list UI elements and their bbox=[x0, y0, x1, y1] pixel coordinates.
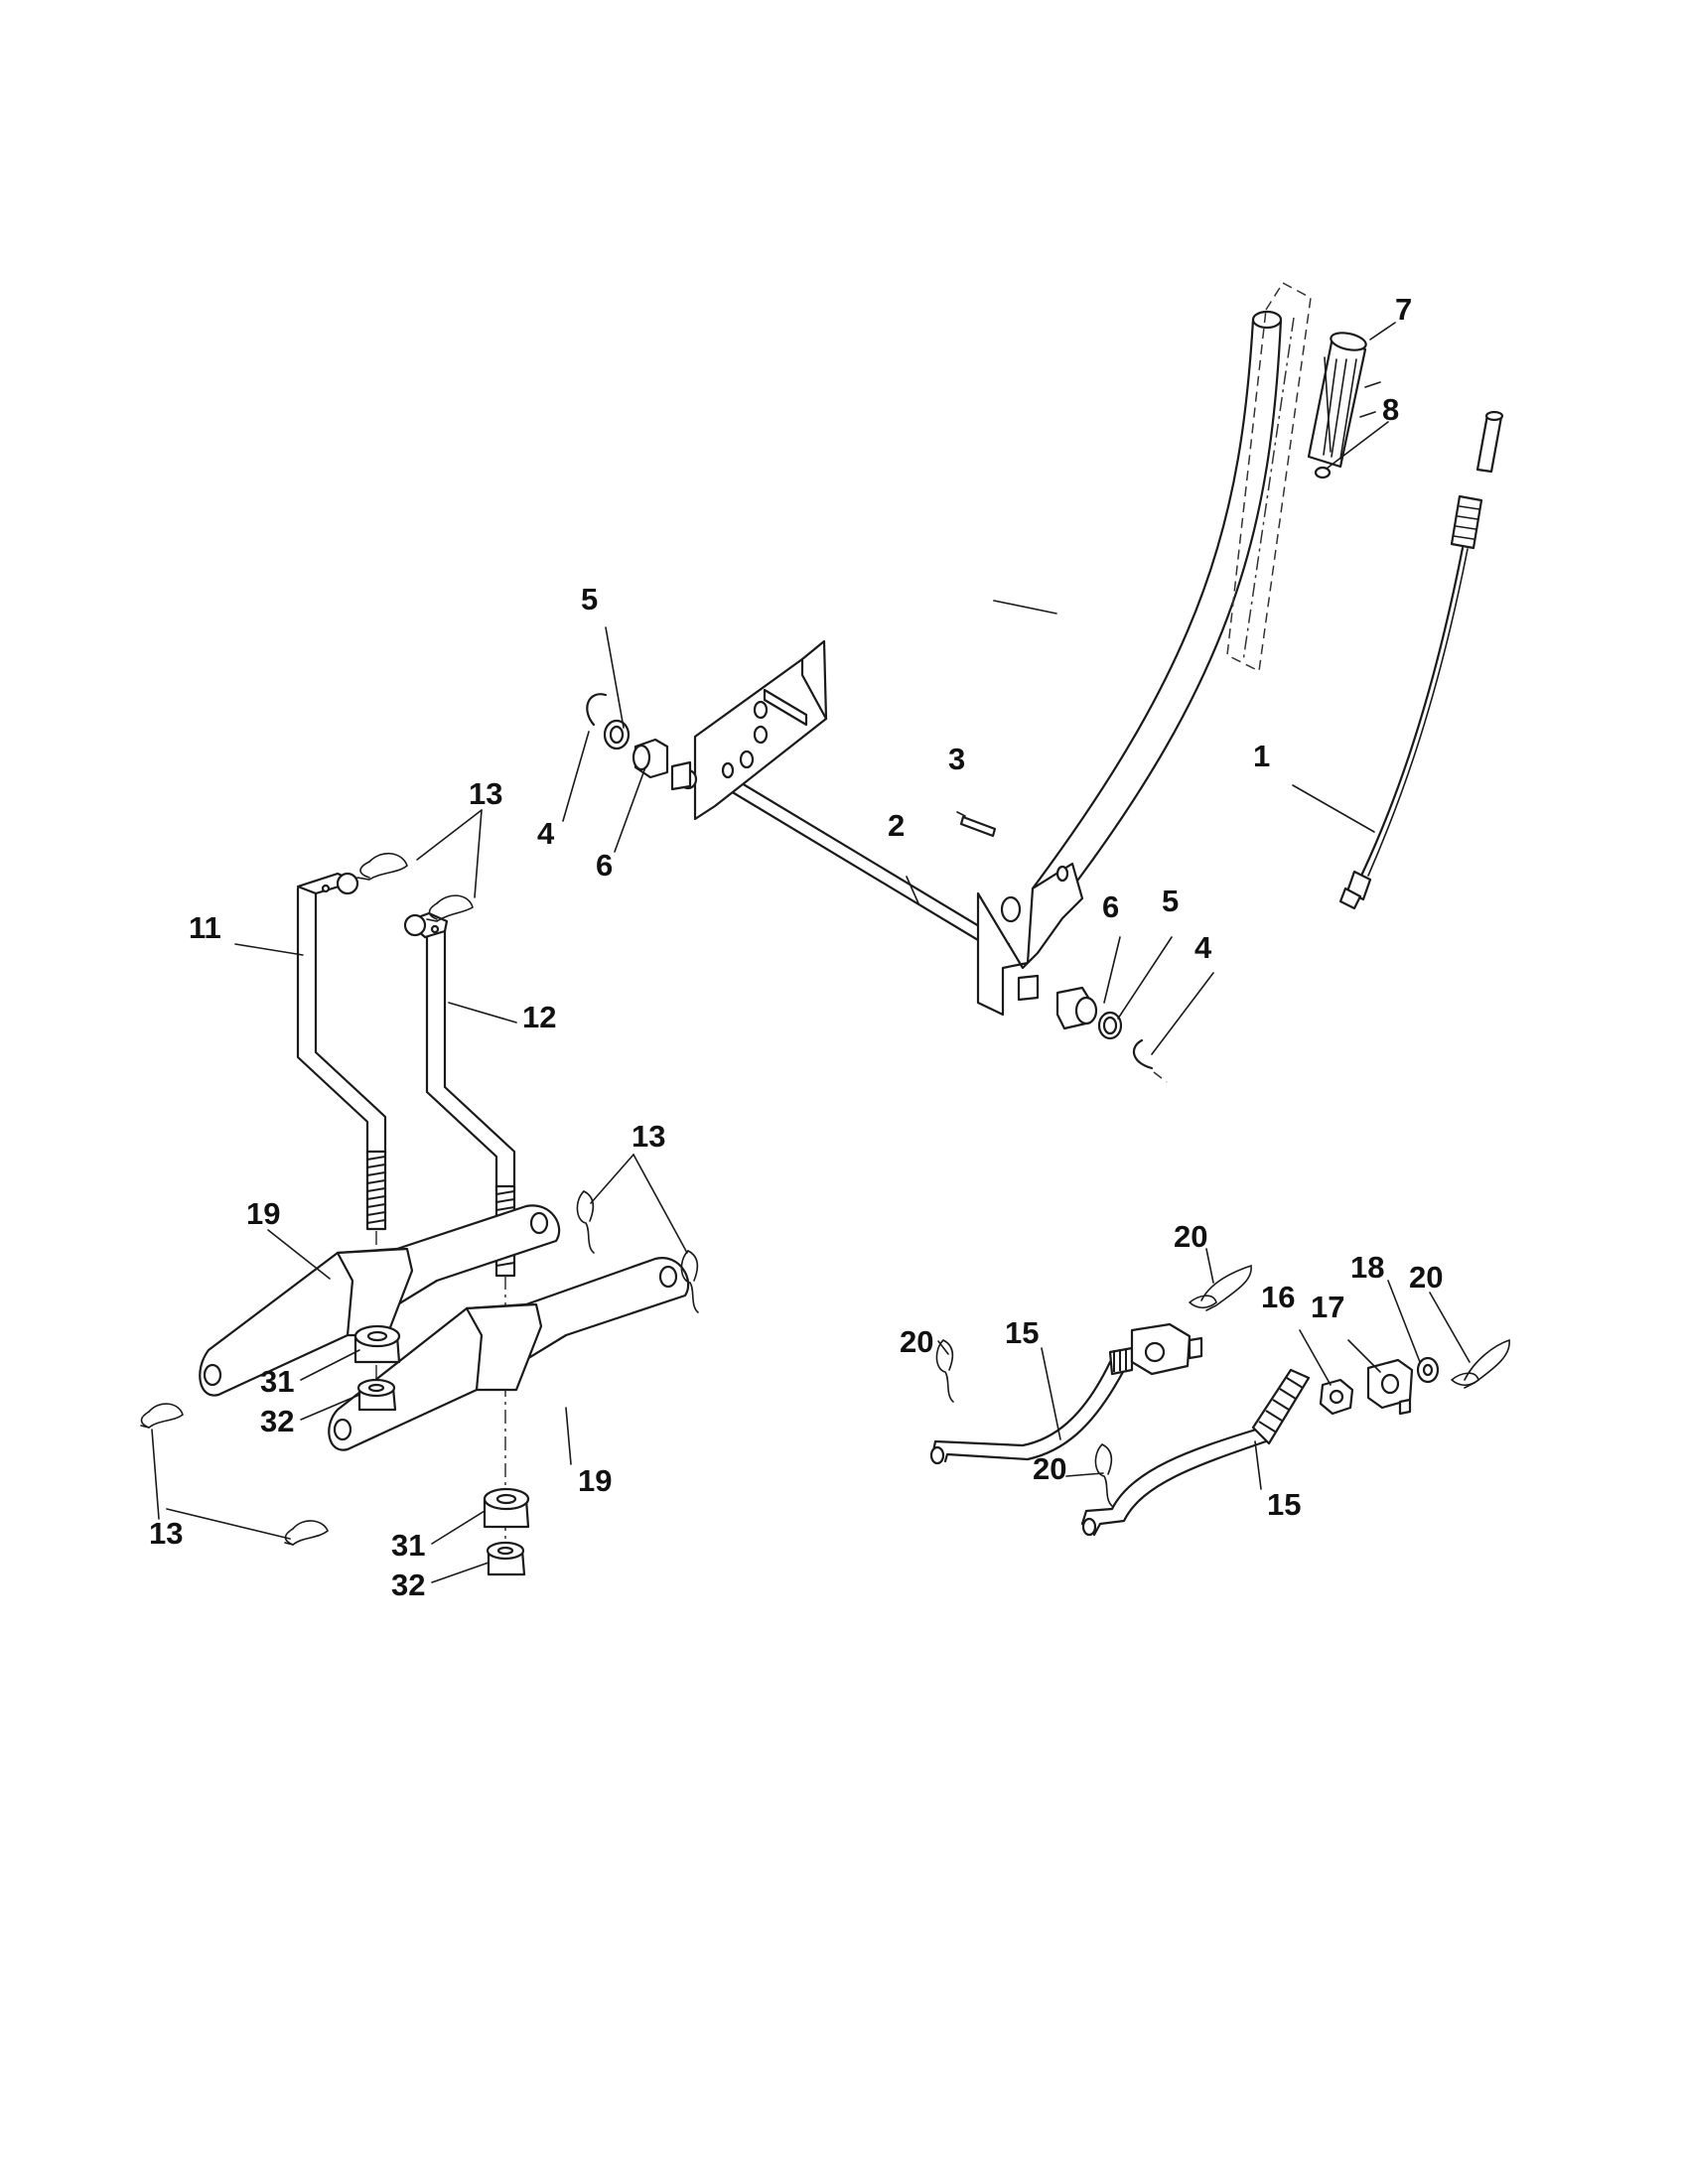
label-31-upper: 31 bbox=[260, 1364, 294, 1399]
label-20-c: 20 bbox=[1033, 1451, 1066, 1486]
hair-pins-top bbox=[356, 853, 474, 922]
part-7-grip bbox=[1307, 332, 1381, 469]
hair-pins-right bbox=[576, 1190, 699, 1313]
label-11: 11 bbox=[189, 910, 221, 945]
handle-extension-phantom bbox=[1226, 282, 1312, 673]
label-19-lower: 19 bbox=[578, 1463, 612, 1498]
label-31-lower: 31 bbox=[391, 1528, 425, 1563]
part-8-pin bbox=[1314, 466, 1332, 479]
label-2: 2 bbox=[888, 808, 905, 843]
label-12: 12 bbox=[522, 1000, 556, 1034]
label-15-upper: 15 bbox=[1005, 1315, 1039, 1350]
leader-lines bbox=[151, 322, 1471, 1583]
label-13-right: 13 bbox=[632, 1119, 665, 1154]
label-8: 8 bbox=[1382, 392, 1399, 427]
label-20-d: 20 bbox=[1409, 1260, 1443, 1295]
label-32-upper: 32 bbox=[260, 1404, 294, 1438]
bushing-nut-upper bbox=[353, 1324, 401, 1412]
right-hardware bbox=[1017, 974, 1168, 1083]
part-15-rod-lower bbox=[1080, 1368, 1311, 1537]
label-13-bottom: 13 bbox=[149, 1516, 183, 1551]
label-19-upper: 19 bbox=[246, 1196, 280, 1231]
part-3-roll-pin bbox=[959, 815, 997, 838]
label-6-left: 6 bbox=[596, 848, 613, 883]
part-2-axle-rod bbox=[706, 765, 1011, 957]
part-19-link-lower bbox=[328, 1257, 690, 1451]
label-16: 16 bbox=[1261, 1280, 1295, 1314]
label-20-b: 20 bbox=[900, 1324, 933, 1359]
label-20-a: 20 bbox=[1174, 1219, 1207, 1254]
left-hardware bbox=[586, 693, 692, 791]
bushing-nut-lower bbox=[483, 1487, 530, 1576]
hair-pins-lower-left bbox=[140, 1403, 329, 1546]
part-19-link-upper bbox=[199, 1204, 561, 1397]
part-11-rod bbox=[296, 872, 387, 1231]
mounting-plate bbox=[678, 639, 828, 821]
label-15-lower: 15 bbox=[1267, 1487, 1301, 1522]
label-6-right: 6 bbox=[1102, 889, 1119, 924]
label-32-lower: 32 bbox=[391, 1568, 425, 1602]
label-3: 3 bbox=[948, 742, 965, 776]
label-4-right: 4 bbox=[1194, 930, 1212, 965]
hair-pins-20 bbox=[935, 1264, 1510, 1507]
part-15-rod-upper bbox=[929, 1322, 1203, 1465]
right-linkage-hardware bbox=[1319, 1356, 1440, 1416]
label-5-right: 5 bbox=[1162, 884, 1179, 918]
label-17: 17 bbox=[1311, 1290, 1344, 1324]
label-1: 1 bbox=[1253, 739, 1270, 773]
part-labels: 1 2 3 4 4 5 5 6 6 7 8 11 12 13 13 13 15 … bbox=[149, 292, 1443, 1602]
label-18: 18 bbox=[1350, 1250, 1384, 1285]
label-4-left: 4 bbox=[537, 816, 555, 851]
label-13-top: 13 bbox=[469, 776, 502, 811]
label-7: 7 bbox=[1395, 292, 1412, 327]
part-1-cable bbox=[1338, 410, 1504, 910]
label-5-left: 5 bbox=[581, 582, 598, 616]
lift-lever bbox=[976, 310, 1283, 1017]
